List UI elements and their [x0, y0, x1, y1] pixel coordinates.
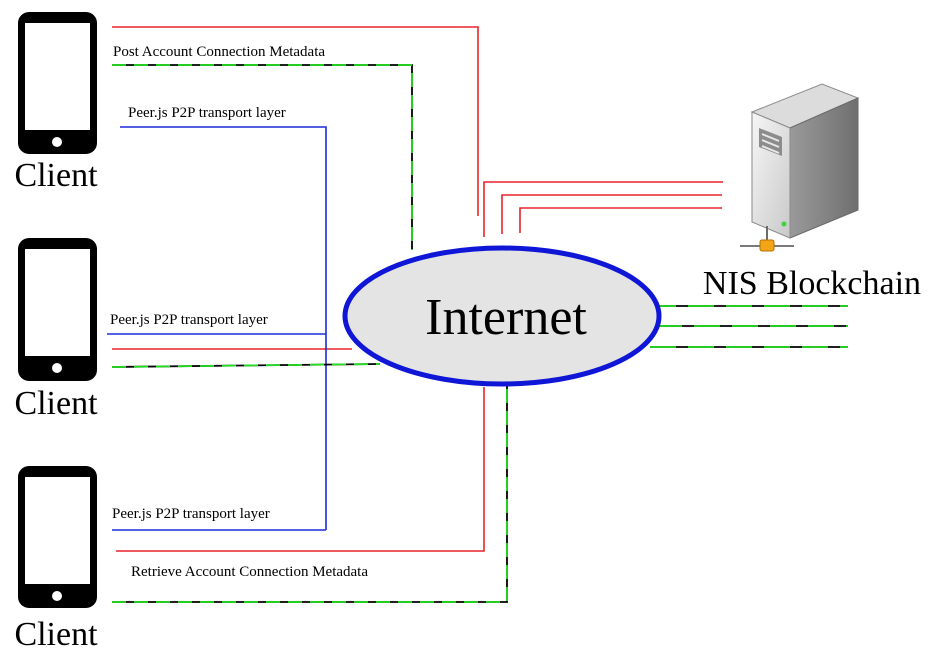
red-link-client3: [116, 387, 485, 552]
metadata-link-client2-overlay: [111, 363, 381, 368]
client-3: Client: [14, 466, 98, 653]
client-2: Client: [14, 238, 98, 422]
client-label: Client: [14, 157, 98, 194]
retrieve-metadata-label: Retrieve Account Connection Metadata: [131, 564, 368, 580]
internet-cloud: Internet: [342, 245, 662, 387]
client-label: Client: [14, 616, 98, 653]
server-label: NIS Blockchain: [703, 265, 921, 302]
smartphone-icon: [18, 466, 97, 608]
metadata-links: [111, 64, 848, 603]
red-link-server-1: [483, 181, 723, 237]
metadata-link-client1: [112, 64, 413, 250]
server-tower-icon: [740, 83, 860, 252]
nis-blockchain-server: NIS Blockchain: [703, 83, 921, 302]
client-1: Client: [14, 12, 98, 194]
red-links: [112, 26, 723, 552]
red-link-server-2: [501, 194, 722, 234]
p2p-link-top: [120, 126, 327, 530]
p2p-label-bottom: Peer.js P2P transport layer: [112, 506, 270, 522]
metadata-link-client3-overlay: [112, 385, 508, 603]
smartphone-icon: [18, 12, 97, 154]
internet-ellipse: [342, 245, 662, 387]
internet-label: Internet: [425, 289, 587, 346]
client-label: Client: [14, 385, 98, 422]
blue-links: [107, 126, 327, 531]
p2p-label-top: Peer.js P2P transport layer: [128, 105, 286, 121]
red-link-client1: [112, 26, 479, 216]
metadata-link-client1-overlay: [112, 64, 413, 250]
p2p-label-mid: Peer.js P2P transport layer: [110, 312, 268, 328]
post-metadata-label: Post Account Connection Metadata: [113, 44, 325, 60]
red-link-server-3: [519, 207, 722, 233]
smartphone-icon: [18, 238, 97, 381]
